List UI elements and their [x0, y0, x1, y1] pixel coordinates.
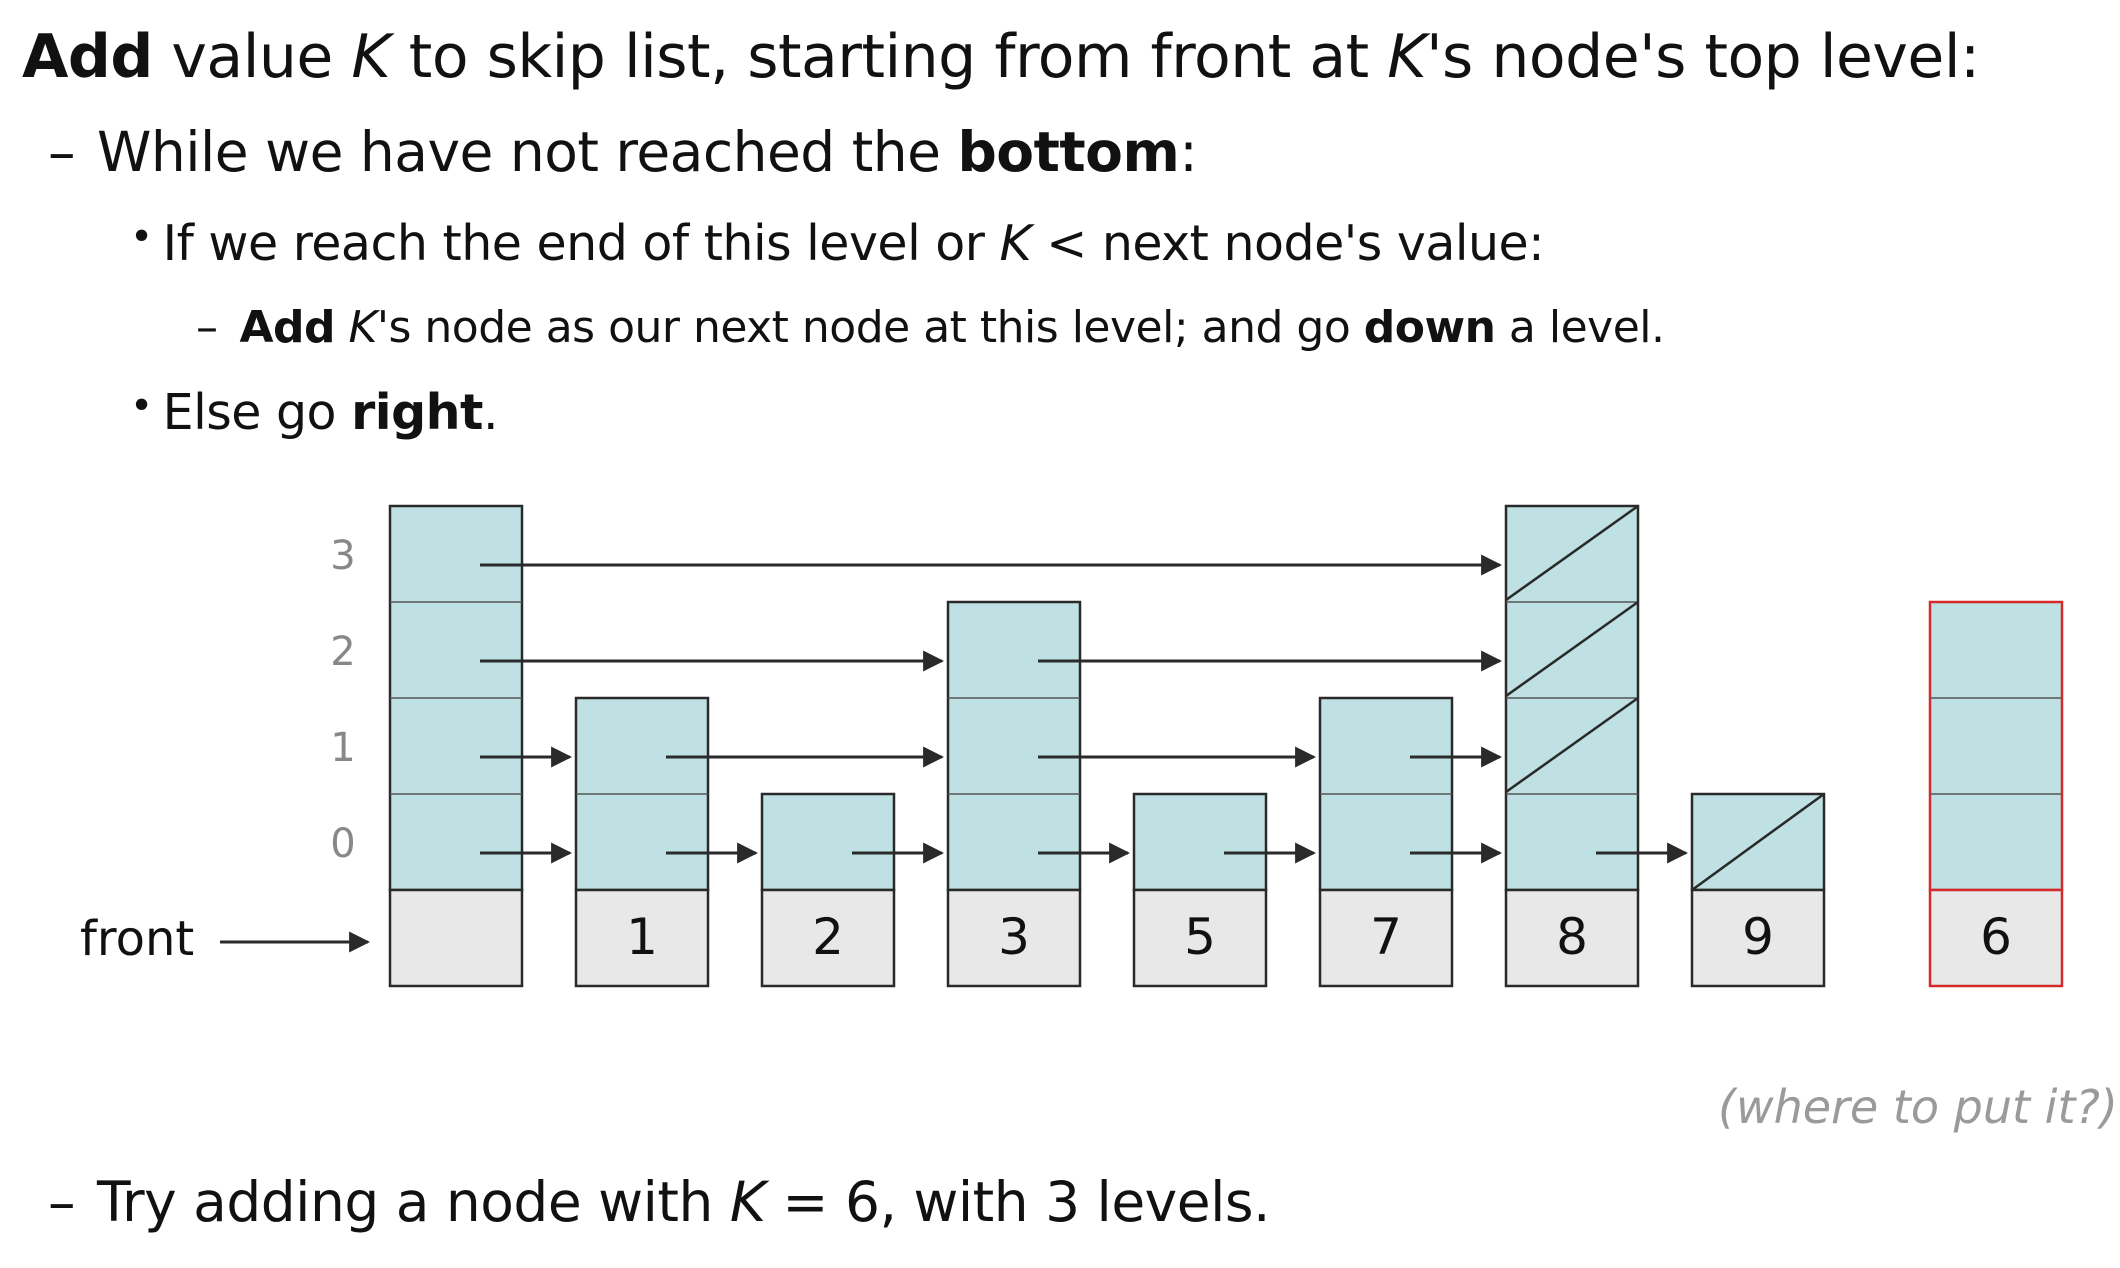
node-3-value-cell: [946, 888, 1082, 988]
k-variable: K: [351, 22, 391, 92]
level-label-3: 3: [330, 533, 355, 579]
step-else-line: •Else go right.: [130, 384, 499, 441]
text: .: [482, 384, 499, 441]
null-pointer-slash: [1691, 792, 1825, 892]
text: While we have not reached the: [97, 120, 958, 184]
try-adding-line: –Try adding a node with K = 6, with 3 le…: [48, 1170, 1270, 1234]
k-variable: K: [729, 1170, 766, 1234]
node-8-value-cell: [1504, 888, 1640, 988]
text: 's node's top level:: [1426, 22, 1980, 92]
text: = 6, with 3 levels.: [765, 1170, 1270, 1234]
node-5-value: 5: [1184, 908, 1216, 966]
node-2-levels: [760, 792, 896, 892]
dash-icon: –: [196, 302, 218, 353]
null-pointer-slash: [1505, 696, 1639, 794]
k-variable: K: [1387, 22, 1427, 92]
right-bold: right: [351, 384, 483, 441]
text: Try adding a node with: [97, 1170, 730, 1234]
dash-icon: –: [48, 120, 76, 184]
text: a level.: [1495, 302, 1665, 353]
new-node-6-levels: [1928, 600, 2064, 892]
where-note: (where to put it?): [1718, 1080, 2118, 1134]
new-node-6-value: 6: [1980, 908, 2012, 966]
node-7-value: 7: [1370, 908, 1402, 966]
null-pointer-slash: [1505, 504, 1639, 602]
node-front-head-value-cell: [388, 888, 524, 988]
dash-icon: –: [48, 1170, 76, 1234]
level-label-2: 2: [330, 629, 355, 675]
node-5-value-cell: [1132, 888, 1268, 988]
node-7-value-cell: [1318, 888, 1454, 988]
step-if-line: •If we reach the end of this level or K …: [130, 215, 1545, 272]
step-while-line: –While we have not reached the bottom:: [48, 120, 1198, 184]
new-node-6-value-cell: [1928, 888, 2064, 988]
text: value: [152, 22, 352, 92]
node-2-value-cell: [760, 888, 896, 988]
bullet-icon: •: [130, 384, 153, 430]
front-label: front: [80, 911, 194, 967]
bullet-icon: •: [130, 215, 153, 261]
null-pointer-slash: [1505, 600, 1639, 698]
text: to skip list, starting from front at: [390, 22, 1388, 92]
down-bold: down: [1363, 302, 1496, 353]
step-add-line: –Add K's node as our next node at this l…: [196, 302, 1665, 353]
level-label-1: 1: [330, 725, 355, 771]
node-1-value: 1: [626, 908, 658, 966]
bottom-bold: bottom: [957, 120, 1180, 184]
text: < next node's value:: [1031, 215, 1545, 272]
node-9-value: 9: [1742, 908, 1774, 966]
node-2-value: 2: [812, 908, 844, 966]
add-bold: Add: [239, 302, 336, 353]
text: If we reach the end of this level or: [162, 215, 1000, 272]
node-3-levels: [946, 600, 1082, 892]
level-label-0: 0: [330, 821, 355, 867]
k-variable: K: [999, 215, 1032, 272]
k-variable: K: [348, 302, 378, 353]
text: 's node as our next node at this level; …: [376, 302, 1364, 353]
node-9-value-cell: [1690, 888, 1826, 988]
node-1-value-cell: [574, 888, 710, 988]
text: :: [1179, 120, 1198, 184]
add-bold: Add: [22, 22, 153, 92]
node-3-value: 3: [998, 908, 1030, 966]
heading-line: Add value K to skip list, starting from …: [22, 22, 1980, 92]
text: Else go: [162, 384, 352, 441]
node-8-value: 8: [1556, 908, 1588, 966]
node-5-levels: [1132, 792, 1268, 892]
